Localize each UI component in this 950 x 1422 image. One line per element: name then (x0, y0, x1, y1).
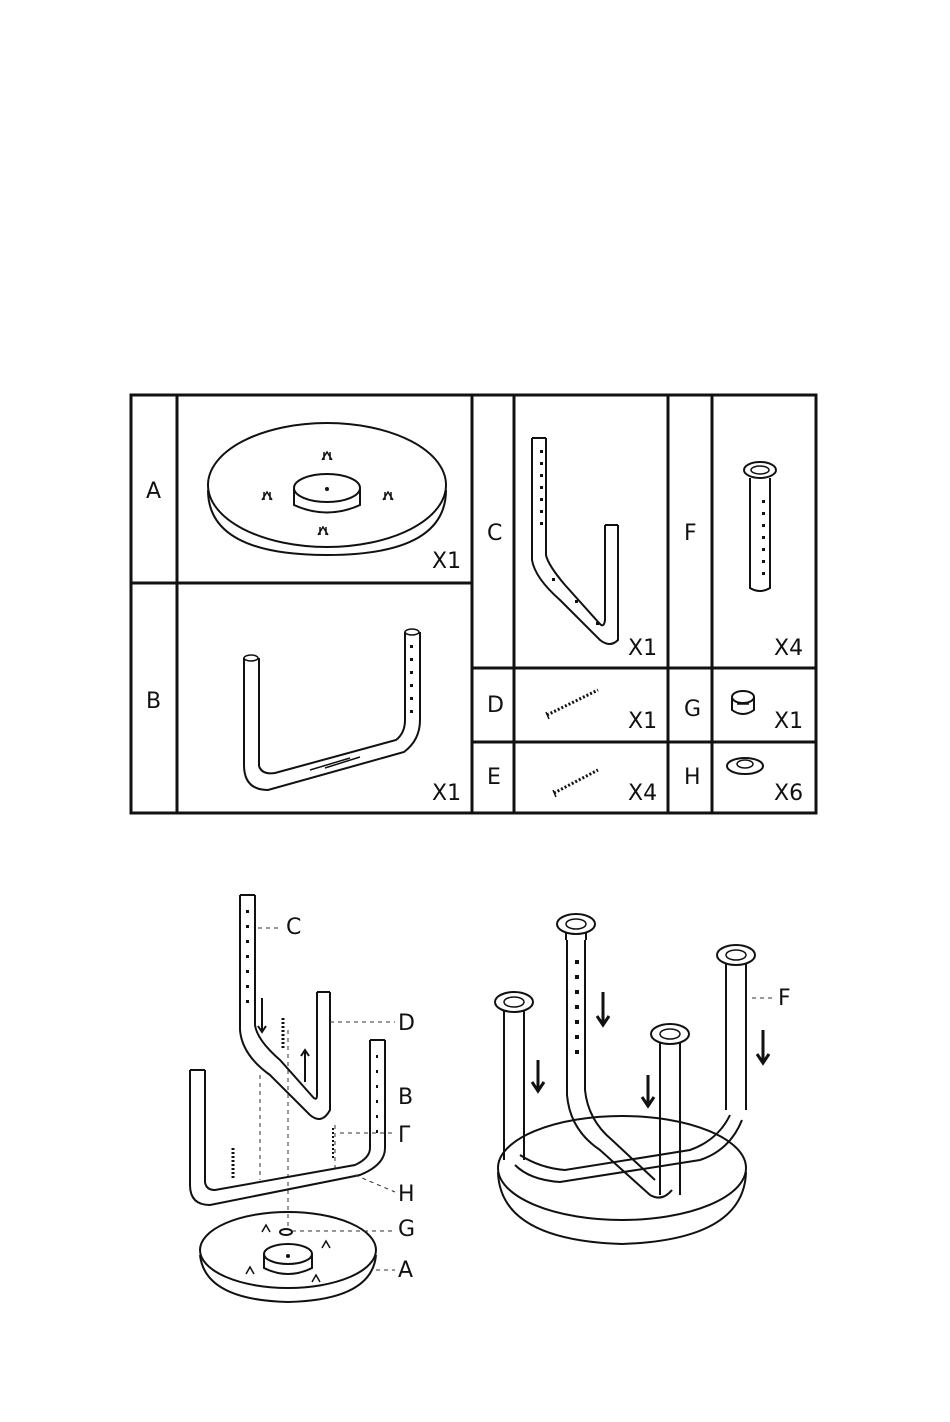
callout-f: F (778, 987, 791, 1011)
